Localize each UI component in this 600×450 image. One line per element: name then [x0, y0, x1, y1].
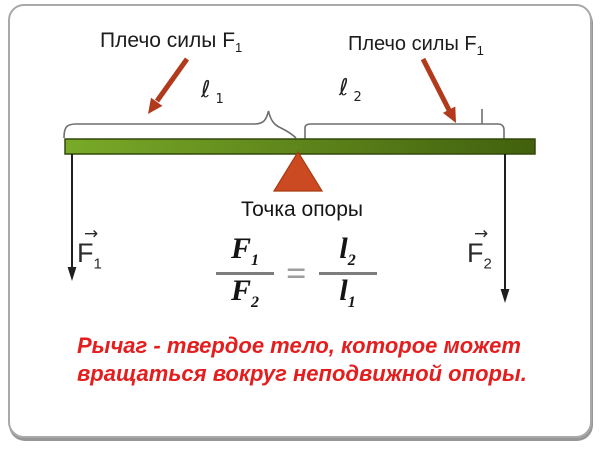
force-f1-sub: 1	[93, 255, 102, 273]
force-arrow-left	[67, 154, 77, 281]
fulcrum-triangle	[272, 150, 324, 192]
vector-arrow-icon: →	[474, 224, 489, 244]
arm-ratio-fraction: l2 l1	[318, 233, 377, 312]
slide-card	[8, 4, 592, 438]
force-f2-sub: 2	[483, 255, 492, 273]
arm-label-right: Плечо силы F1	[348, 33, 484, 58]
arm-label-left-sub: 1	[235, 40, 243, 56]
force-f2-text: F	[467, 238, 484, 268]
arm-label-left: Плечо силы F1	[100, 29, 242, 55]
equals-sign: =	[286, 252, 307, 293]
force-label-f1: → F1	[77, 224, 102, 278]
arm-label-left-text: Плечо силы F	[100, 29, 236, 52]
left-brace	[63, 110, 297, 139]
vector-arrow-icon: →	[84, 224, 99, 244]
lever-bar	[64, 138, 536, 155]
definition-line1: Рычаг - твердое тело, которое может	[77, 333, 521, 358]
pointer-arrow-left	[148, 57, 190, 114]
force-arrow-right	[500, 154, 510, 303]
lever-definition: Рычаг - твердое тело, которое может вращ…	[77, 332, 527, 388]
ell-symbol: ℓ	[339, 75, 349, 101]
arm-label-right-sub: 1	[476, 43, 484, 58]
force-label-f2: → F2	[467, 224, 492, 278]
right-brace	[304, 123, 505, 139]
pointer-arrow-right	[420, 57, 456, 123]
force-f1-text: F	[77, 238, 94, 268]
fraction-rule	[318, 272, 377, 276]
definition-line2: вращаться вокруг неподвижной опоры.	[77, 361, 527, 386]
lever-equation: F1 F2 = l2 l1	[216, 233, 377, 312]
ell-symbol: ℓ	[201, 77, 211, 103]
fulcrum-label: Точка опоры	[241, 198, 364, 221]
force-ratio-fraction: F1 F2	[216, 233, 274, 312]
arm-label-right-text: Плечо силы F	[348, 33, 477, 55]
fraction-rule	[216, 272, 274, 276]
